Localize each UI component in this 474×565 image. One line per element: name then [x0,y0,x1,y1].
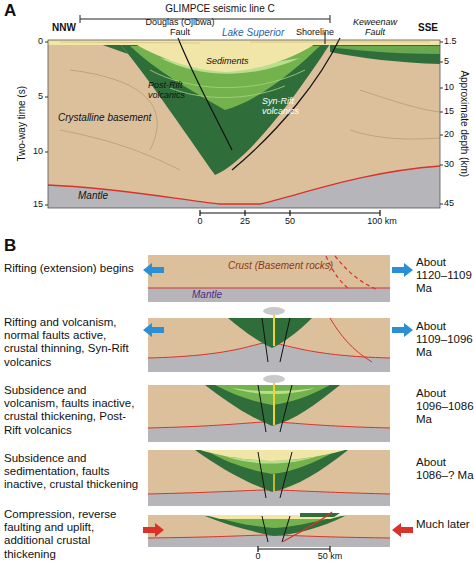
stage-description: Subsidence and sedimentation, faults ina… [4,452,140,492]
compression-arrows [143,523,413,537]
stage-3-section [148,375,390,442]
fault-label: Keweenaw Fault [345,17,405,38]
unit-label: Crust (Basement rocks) [228,260,333,272]
axis-tick: 5 [28,91,43,101]
direction-label: SSE [418,22,438,34]
scale-bar-a [200,210,380,216]
lake-label: Lake Superior [222,27,284,39]
unit-label: Mantle [78,190,108,202]
stage-description: Rifting and volcanism, normal faults act… [4,316,140,369]
scale-tick: 25 [235,216,255,226]
stage-4-section [148,450,390,506]
axis-ticks [45,42,443,205]
age-range: About 1096–1086 Ma [416,387,474,427]
scale-tick: 0 [248,551,268,561]
age-range: About 1120–1109 Ma [416,256,474,296]
axis-title: Approximate depth (km) [458,69,470,179]
axis-title: Two-way time (s) [16,69,28,179]
axis-tick: 15 [444,106,454,116]
unit-label: Mantle [192,289,222,301]
scale-tick: 0 [190,216,210,226]
stage-1-section [148,255,390,302]
axis-tick: 0 [28,36,43,46]
age-range: Much later [416,518,474,531]
axis-tick: 1.5 [444,36,457,46]
scale-tick: 50 km [310,551,350,561]
stage-description: Compression, reverse faulting and uplift… [4,508,140,561]
stage-5-section [148,512,390,547]
scale-tick: 50 [280,216,300,226]
age-range: About 1086–? Ma [416,456,474,482]
panel-letter: B [4,236,16,256]
fault-label: Douglas (Ojibwa) Fault [140,17,220,38]
age-range: About 1109–1096 Ma [416,320,474,360]
stage-description: Subsidence and volcanism, faults inactiv… [4,384,140,437]
stage-2-section [148,307,390,372]
unit-label: Sediments [206,56,249,66]
stage-description: Rifting (extension) begins [4,262,140,275]
axis-tick: 5 [444,56,449,66]
axis-tick: 30 [444,159,454,169]
shoreline-label: Shoreline [296,27,334,37]
extension-arrows [143,263,413,337]
axis-tick: 15 [28,199,43,209]
unit-label: Syn-Rift volcanics [262,96,310,117]
axis-tick: 10 [28,146,43,156]
direction-label: NNW [52,22,76,34]
unit-label: Crystalline basement [58,112,151,124]
profile-name: GLIMPCE seismic line C [120,3,320,15]
unit-label: Post-Rift volcanics [148,80,200,101]
axis-tick: 45 [444,198,454,208]
panel-letter: A [4,1,16,21]
axis-tick: 10 [444,82,454,92]
cross-section-a [48,32,440,208]
scale-tick: 100 km [362,216,402,226]
axis-tick: 20 [444,129,454,139]
